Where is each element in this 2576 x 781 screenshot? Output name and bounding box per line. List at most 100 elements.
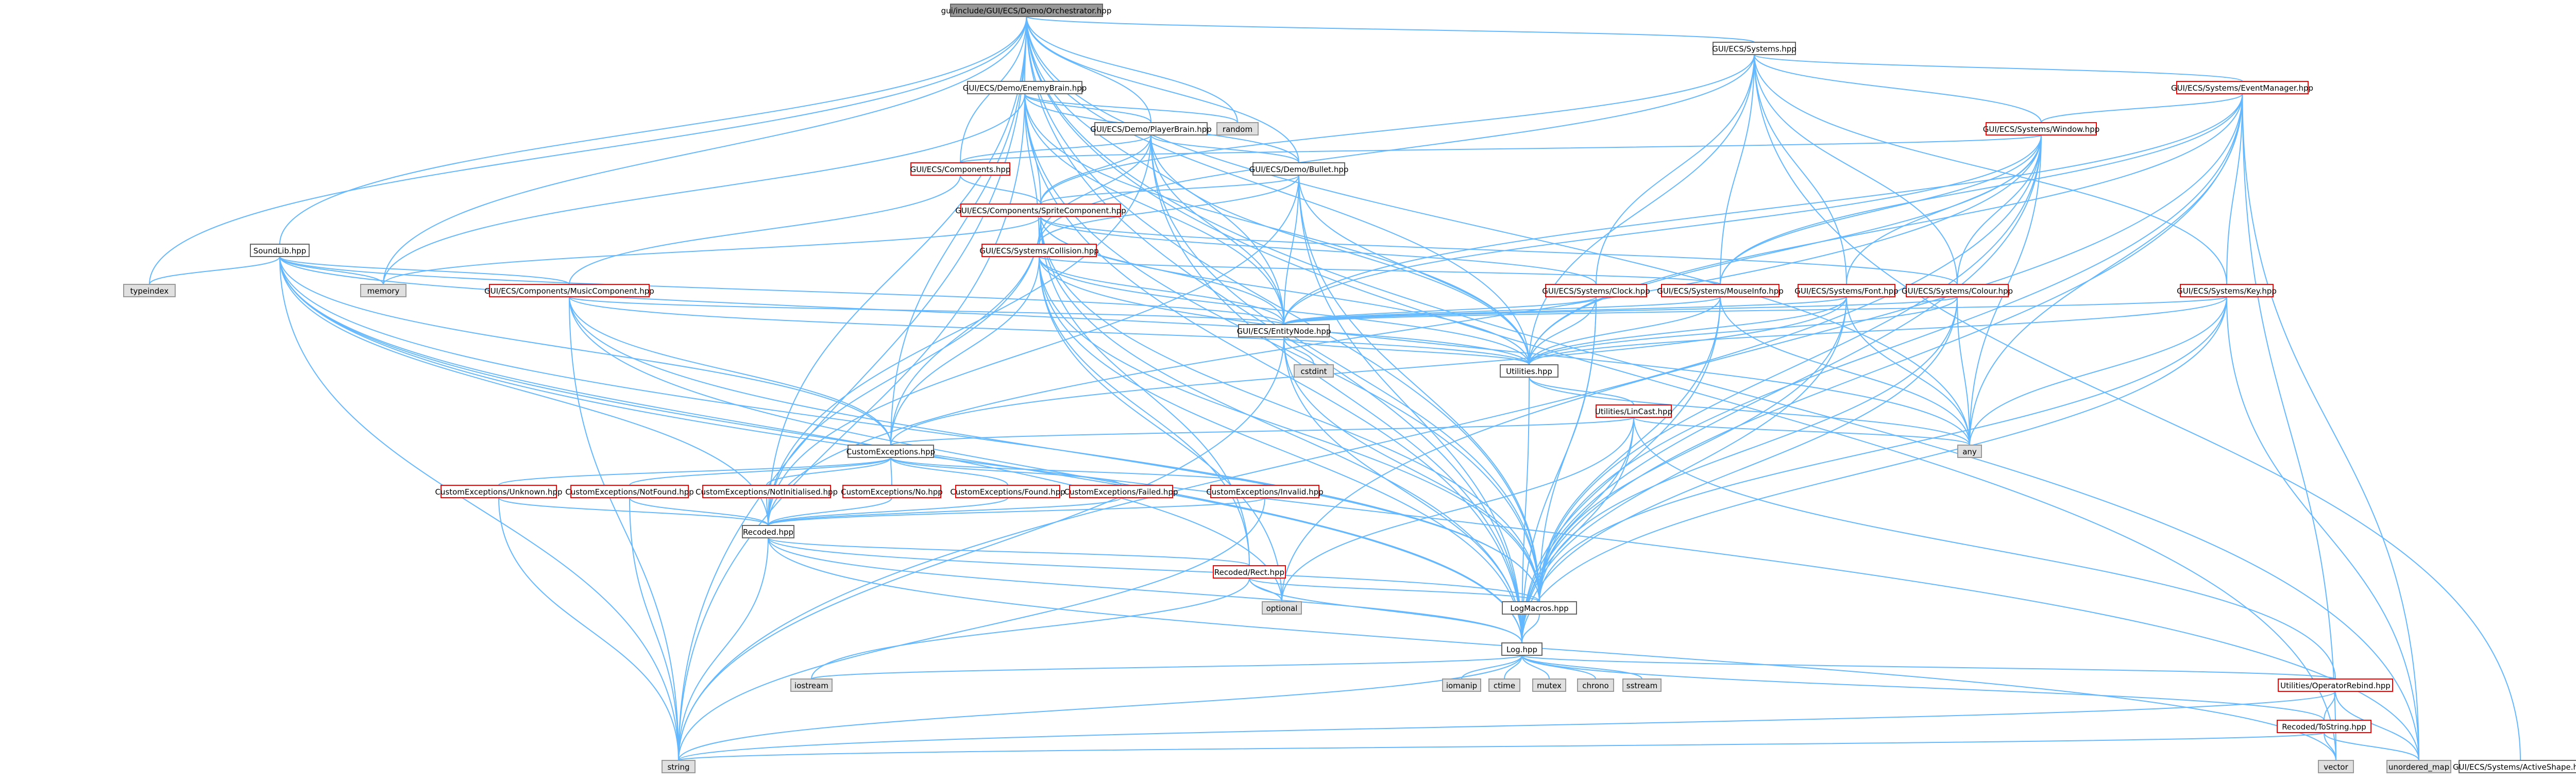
node-label: GUI/ECS/Components/SpriteComponent.hpp — [955, 206, 1126, 215]
edge-key-log — [1521, 296, 2227, 643]
edge-entity-log — [1283, 336, 1522, 643]
edge-orch-sys — [1026, 16, 1755, 43]
node-notfound[interactable]: CustomExceptions/NotFound.hpp — [565, 485, 694, 498]
edge-invalid-recoded — [768, 497, 1265, 526]
node-collision[interactable]: GUI/ECS/Systems/Collision.hpp — [979, 244, 1099, 257]
node-mouseinfo[interactable]: GUI/ECS/Systems/MouseInfo.hpp — [1657, 284, 1784, 297]
node-activeshape[interactable]: GUI/ECS/Systems/ActiveShape.hpp — [2453, 760, 2576, 773]
node-spritecomponent[interactable]: GUI/ECS/Components/SpriteComponent.hpp — [955, 203, 1126, 217]
node-sstream[interactable]: sstream — [1622, 678, 1662, 692]
edge-evtmgr-logmacros — [1539, 93, 2243, 602]
node-unordered-map[interactable]: unordered_map — [2386, 760, 2451, 773]
node-playerbrain[interactable]: GUI/ECS/Demo/PlayerBrain.hpp — [1090, 122, 1212, 135]
node-label: ctime — [1494, 681, 1515, 690]
node-mutex[interactable]: mutex — [1532, 678, 1566, 692]
edge-enemy-memory — [383, 93, 1025, 285]
node-label: Log.hpp — [1506, 645, 1537, 654]
node-window[interactable]: GUI/ECS/Systems/Window.hpp — [1983, 122, 2100, 135]
edge-collision-mouse — [1039, 256, 1721, 285]
edge-evtmgr-any — [1969, 93, 2243, 446]
node-eventmanager[interactable]: GUI/ECS/Systems/EventManager.hpp — [2171, 81, 2313, 94]
node-clock[interactable]: GUI/ECS/Systems/Clock.hpp — [1542, 284, 1650, 297]
node-memory[interactable]: memory — [360, 284, 406, 297]
edge-comps-sprite — [960, 175, 1041, 205]
node-musiccomponent[interactable]: GUI/ECS/Components/MusicComponent.hpp — [484, 284, 654, 297]
edge-log-string — [678, 655, 1522, 761]
edge-sys-colour — [1754, 54, 1958, 285]
edge-enemy-log — [1024, 93, 1522, 643]
node-label: GUI/ECS/Components.hpp — [910, 165, 1011, 174]
node-label: mutex — [1537, 681, 1562, 690]
edge-sys-evtmgr — [1754, 54, 2243, 82]
node-enemybrain[interactable]: GUI/ECS/Demo/EnemyBrain.hpp — [963, 81, 1087, 94]
node-font[interactable]: GUI/ECS/Systems/Font.hpp — [1794, 284, 1899, 297]
node-logmacros[interactable]: LogMacros.hpp — [1502, 601, 1577, 615]
node-log[interactable]: Log.hpp — [1501, 642, 1543, 656]
node-lincast[interactable]: Utilities/LinCast.hpp — [1595, 404, 1672, 418]
node-bullet[interactable]: GUI/ECS/Demo/Bullet.hpp — [1249, 162, 1349, 176]
edge-recoded-logmacros — [768, 537, 1540, 602]
node-label: Recoded/Rect.hpp — [1214, 568, 1284, 577]
node-colour[interactable]: GUI/ECS/Systems/Colour.hpp — [1902, 284, 2013, 297]
edge-custexc-unknown — [498, 457, 891, 486]
node-utilities[interactable]: Utilities.hpp — [1500, 364, 1558, 378]
node-any[interactable]: any — [1957, 445, 1982, 458]
node-soundlib[interactable]: SoundLib.hpp — [250, 244, 310, 257]
node-found[interactable]: CustomExceptions/Found.hpp — [950, 485, 1065, 498]
node-string[interactable]: string — [662, 760, 696, 773]
node-recoded[interactable]: Recoded.hpp — [742, 525, 794, 538]
edge-lincast-custexc — [890, 417, 1634, 446]
edge-unknown-recoded — [498, 497, 769, 526]
node-entitynode[interactable]: GUI/ECS/EntityNode.hpp — [1237, 324, 1331, 337]
node-random[interactable]: random — [1216, 122, 1259, 135]
edge-rect-logmacros — [1249, 578, 1540, 602]
edge-player-bullet — [1150, 134, 1299, 163]
edge-soundlib-music — [279, 256, 570, 285]
edge-lincast-logmacros — [1539, 417, 1634, 602]
node-optional[interactable]: optional — [1262, 601, 1302, 615]
node-chrono[interactable]: chrono — [1577, 678, 1614, 692]
node-iostream[interactable]: iostream — [790, 678, 833, 692]
edge-notfound-string — [629, 497, 679, 761]
node-invalid[interactable]: CustomExceptions/Invalid.hpp — [1206, 485, 1324, 498]
edge-sys-active — [1754, 54, 2521, 761]
edge-notinit-recoded — [766, 497, 769, 526]
edge-sys-window — [1754, 54, 2042, 123]
node-customexceptions[interactable]: CustomExceptions.hpp — [846, 445, 935, 458]
node-operatorrebind[interactable]: Utilities/OperatorRebind.hpp — [2278, 678, 2393, 692]
node-label: CustomExceptions/NotInitialised.hpp — [696, 487, 838, 497]
edge-recoded-rect — [768, 537, 1250, 566]
node-components[interactable]: GUI/ECS/Components.hpp — [910, 162, 1011, 176]
node-ctime[interactable]: ctime — [1488, 678, 1520, 692]
edge-music-utilities — [569, 296, 1530, 365]
node-typeindex[interactable]: typeindex — [123, 284, 176, 297]
node-label: CustomExceptions/Unknown.hpp — [435, 487, 562, 497]
node-iomanip[interactable]: iomanip — [1442, 678, 1481, 692]
edge-font-logmacros — [1539, 296, 1847, 602]
node-label: gui/include/GUI/ECS/Demo/Orchestrator.hp… — [941, 6, 1112, 15]
node-tostring[interactable]: Recoded/ToString.hpp — [2277, 720, 2371, 733]
node-notinitialised[interactable]: CustomExceptions/NotInitialised.hpp — [696, 485, 838, 498]
edge-recoded-log — [768, 537, 1522, 643]
node-failed[interactable]: CustomExceptions/Failed.hpp — [1064, 485, 1178, 498]
edge-evtmgr-vector — [2242, 93, 2336, 761]
node-orchestrator[interactable]: gui/include/GUI/ECS/Demo/Orchestrator.hp… — [941, 4, 1112, 17]
edge-bullet-sprite — [1040, 175, 1299, 205]
edge-bullet-utilities — [1298, 175, 1530, 365]
node-no[interactable]: CustomExceptions/No.hpp — [841, 485, 943, 498]
node-systems[interactable]: GUI/ECS/Systems.hpp — [1712, 42, 1797, 55]
node-label: GUI/ECS/Demo/Bullet.hpp — [1249, 165, 1349, 174]
node-vector[interactable]: vector — [2318, 760, 2354, 773]
edge-logmacros-log — [1521, 614, 1540, 643]
edge-player-sprite — [1040, 134, 1151, 205]
node-cstdint[interactable]: cstdint — [1294, 364, 1334, 378]
node-label: GUI/ECS/EntityNode.hpp — [1237, 327, 1331, 336]
node-unknown[interactable]: CustomExceptions/Unknown.hpp — [435, 485, 563, 498]
edge-collision-log — [1039, 256, 1522, 643]
edge-key-logmacros — [1539, 296, 2227, 602]
node-rect[interactable]: Recoded/Rect.hpp — [1213, 565, 1286, 579]
node-key[interactable]: GUI/ECS/Systems/Key.hpp — [2177, 284, 2277, 297]
edge-window-colour — [1957, 134, 2042, 285]
edge-custexc-no — [890, 457, 892, 486]
